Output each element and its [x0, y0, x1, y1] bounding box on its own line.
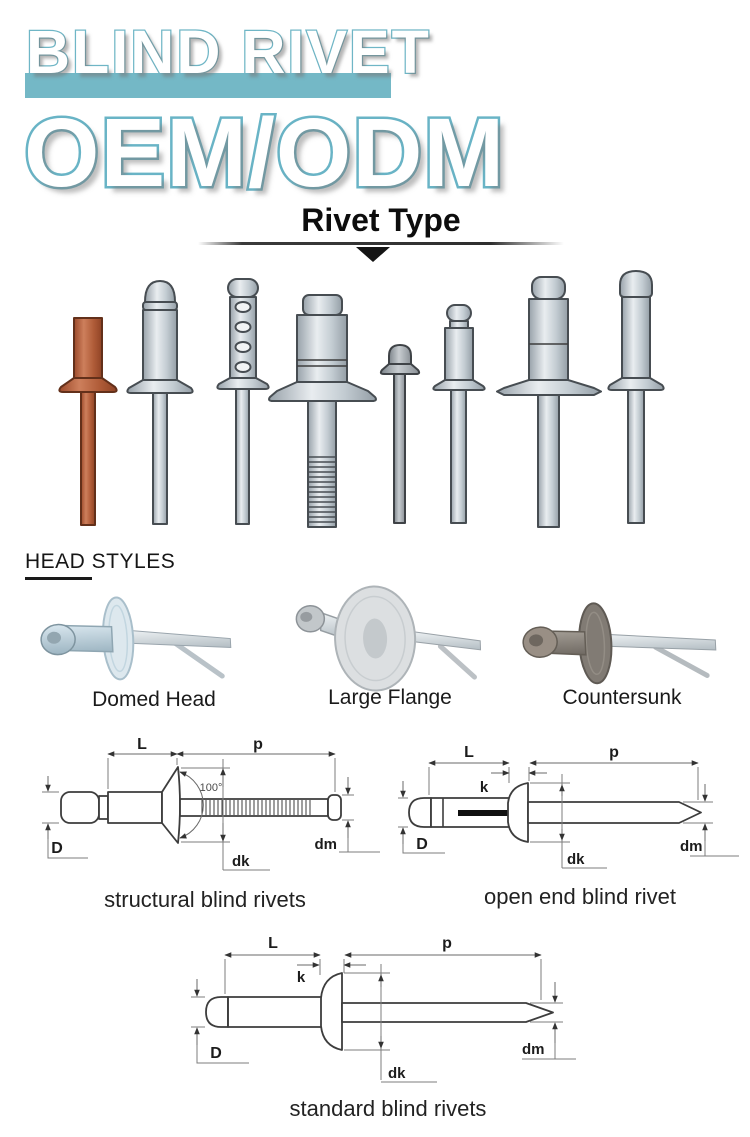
- diagram-caption-standard: standard blind rivets: [289, 1096, 487, 1121]
- rivet-dome-cap: [607, 270, 665, 524]
- dim-label-dk: dk: [388, 1065, 406, 1082]
- dim-label-dk: dk: [567, 851, 585, 868]
- dim-label-D: D: [416, 836, 428, 853]
- dim-label-dm: dm: [522, 1041, 545, 1058]
- rivet-type-illustrations: [58, 270, 665, 528]
- rivet-domed-head: [126, 280, 194, 525]
- rivet-outline: [205, 972, 554, 1051]
- head-style-label-countersunk: Countersunk: [562, 686, 682, 709]
- dimension-lines: [398, 760, 739, 869]
- page-title: BLIND RIVET: [25, 18, 431, 86]
- teal-highlight-band: [25, 73, 391, 98]
- dim-label-L: L: [464, 744, 474, 761]
- diagram-open-end-blind-rivet: L k p D dk dm: [398, 744, 739, 869]
- dim-label-dk: dk: [232, 853, 250, 870]
- heading-underline: [25, 577, 92, 580]
- rivet-medium-flange: [432, 304, 486, 524]
- section-heading-head-styles: HEAD STYLES: [25, 550, 176, 573]
- rivet-peel-type-with-holes: [216, 278, 270, 525]
- head-style-label-large-flange: Large Flange: [328, 686, 452, 709]
- rivet-small-dome: [379, 344, 421, 524]
- divider-line: [198, 242, 564, 245]
- dim-label-k: k: [297, 969, 306, 986]
- dim-label-p: p: [253, 736, 263, 753]
- diagram-caption-structural: structural blind rivets: [104, 887, 306, 912]
- diagram-standard-blind-rivet: L k p D dk dm: [191, 935, 576, 1083]
- dimension-lines: [42, 751, 380, 871]
- dim-label-p: p: [442, 935, 452, 952]
- dim-label-D: D: [210, 1045, 222, 1062]
- rivet-structural-threaded: [268, 294, 377, 528]
- dimension-lines: [191, 952, 576, 1083]
- angle-label: 100°: [200, 782, 223, 794]
- page-subtitle: OEM/ODM: [21, 98, 506, 207]
- dim-label-L: L: [137, 736, 147, 753]
- arrow-down-icon: [356, 247, 390, 262]
- diagram-structural-blind-rivet: L p D dk dm 100°: [42, 736, 380, 871]
- rivet-large-body-wide-flange: [496, 276, 602, 528]
- diagram-caption-open-end: open end blind rivet: [483, 884, 677, 909]
- dim-label-D: D: [51, 840, 63, 857]
- dim-label-p: p: [609, 744, 619, 761]
- dim-label-L: L: [268, 935, 278, 952]
- photo-large-flange-rivet: [295, 585, 482, 692]
- rivet-closed-end-copper: [58, 317, 118, 526]
- photo-countersunk-rivet: [522, 602, 717, 685]
- rivet-outline: [408, 782, 702, 843]
- dim-label-dm: dm: [680, 838, 703, 855]
- rivet-outline: [60, 766, 342, 844]
- photo-domed-head-rivet: [40, 596, 232, 681]
- head-style-label-domed: Domed Head: [92, 688, 216, 711]
- section-heading-rivet-type: Rivet Type: [301, 202, 461, 238]
- dim-label-k: k: [480, 779, 489, 796]
- dim-label-dm: dm: [315, 836, 338, 853]
